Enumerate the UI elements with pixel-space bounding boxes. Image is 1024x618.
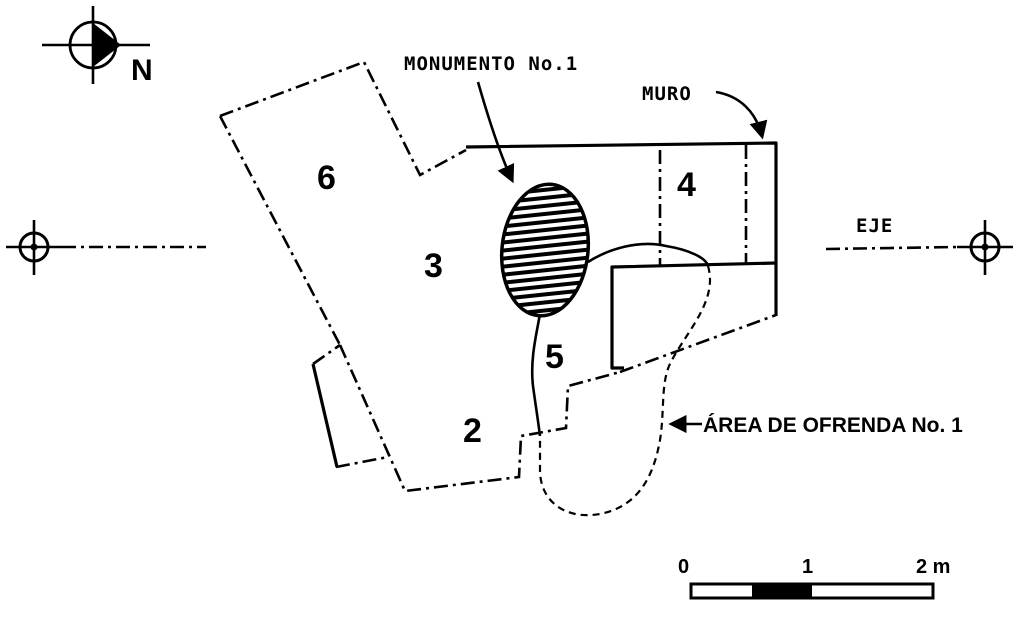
unit-5-boundary [619, 313, 777, 374]
axis-marker-right-icon [957, 220, 1013, 275]
unit-3-label: 3 [424, 247, 443, 285]
wall-arrow-icon [715, 90, 768, 140]
monument-1 [499, 182, 591, 318]
wall-top [465, 141, 778, 316]
axis-marker-left-icon [6, 220, 62, 275]
excavation-outline-units-6-3-2 [218, 60, 621, 493]
north-compass-icon [42, 6, 150, 84]
scale-bar [689, 582, 935, 600]
monument-label: MONUMENTO No.1 [404, 53, 578, 75]
unit-4-label: 4 [677, 166, 696, 204]
north-label: N [131, 54, 153, 87]
unit-2-label: 2 [463, 412, 482, 450]
offering-area-label: ÁREA DE OFRENDA No. 1 [703, 414, 963, 437]
offering-boundary-left [530, 313, 542, 437]
axis-label: EJE [856, 215, 893, 237]
axis-line-right [825, 245, 958, 251]
scale-tick-0: 0 [678, 556, 689, 578]
unit-2-left-annex-wall [311, 363, 339, 468]
offering-area-outline [538, 265, 711, 517]
offering-boundary-top [587, 242, 710, 267]
monument-arrow-icon [476, 81, 515, 184]
wall-inner [610, 261, 777, 370]
wall-label: MURO [642, 83, 692, 105]
scale-tick-2: 2 m [916, 556, 950, 578]
scale-tick-1: 1 [802, 556, 813, 578]
unit-2-left-annex-outline [312, 343, 389, 469]
unit-5-label: 5 [545, 338, 564, 376]
unit-6-label: 6 [317, 159, 336, 197]
